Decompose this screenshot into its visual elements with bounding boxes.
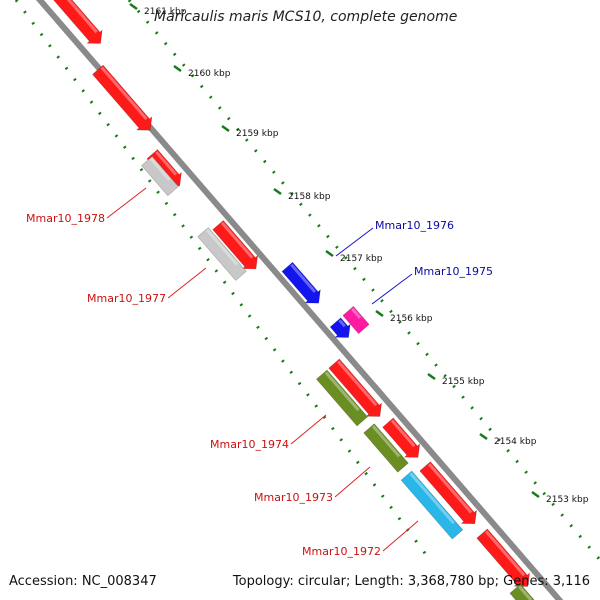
gene-label[interactable]: Mmar10_1975 xyxy=(414,265,493,278)
gene-label-leader xyxy=(335,227,374,257)
gene-shape xyxy=(382,417,421,458)
gene-highlight xyxy=(52,0,98,34)
gene-highlight xyxy=(351,307,362,319)
kbp-tick-label: 2156 kbp xyxy=(390,314,433,324)
gene-shape xyxy=(281,261,321,304)
gene-highlight xyxy=(518,585,533,600)
gene-label[interactable]: Mmar10_1976 xyxy=(375,219,454,232)
kbp-tick-mark xyxy=(173,64,182,73)
dotted-track-1 xyxy=(14,0,432,561)
gene-label-leader xyxy=(290,414,327,445)
gene-label[interactable]: Mmar10_1973 xyxy=(254,491,333,504)
gene-block xyxy=(212,220,259,270)
gene-highlight xyxy=(409,472,455,525)
kbp-tick-mark xyxy=(129,2,138,11)
gene-shape xyxy=(197,227,247,281)
gene-shape xyxy=(419,461,477,525)
gene-highlight xyxy=(390,419,416,448)
gene-highlight xyxy=(428,463,473,514)
gene-shape xyxy=(328,358,382,417)
gene-block xyxy=(419,461,477,525)
kbp-scale: 2161 kbp 2160 kbp 2159 kbp 2158 kbp 2157 kbp… xyxy=(129,2,589,505)
map-title: Maricaulis maris MCS10, complete genome xyxy=(154,9,458,25)
gene-shape xyxy=(141,155,179,197)
gene-block xyxy=(92,64,153,131)
gene-highlight xyxy=(485,530,526,577)
gene-block-1975 xyxy=(342,305,370,335)
gene-label-leader xyxy=(371,273,413,305)
gene-block xyxy=(382,417,421,458)
kbp-tick-label: 2153 kbp xyxy=(546,495,589,505)
kbp-tick-label: 2159 kbp xyxy=(236,129,279,139)
dotted-tracks xyxy=(14,0,600,561)
gene-highlight xyxy=(205,228,239,266)
gene-label-leader xyxy=(334,466,371,498)
gene-shape xyxy=(363,423,409,473)
gene-block-1976 xyxy=(281,261,321,304)
gene-label[interactable]: Mmar10_1978 xyxy=(26,212,105,225)
kbp-tick-label: 2154 kbp xyxy=(494,437,537,447)
gene-label-leader xyxy=(106,187,147,219)
gene-shape xyxy=(342,305,370,335)
kbp-tick-label: 2158 kbp xyxy=(288,192,331,202)
gene-shape xyxy=(212,220,259,270)
kbp-tick-label: 2161 kbp xyxy=(144,7,187,17)
gene-block-1973 xyxy=(363,423,409,473)
gene-block xyxy=(328,358,382,417)
gene-label[interactable]: Mmar10_1972 xyxy=(302,545,381,558)
kbp-tick-mark xyxy=(531,490,540,499)
kbp-tick-mark xyxy=(427,372,436,381)
gene-block-grey xyxy=(141,155,179,197)
kbp-tick-label: 2157 kbp xyxy=(340,254,383,264)
kbp-tick-label: 2155 kbp xyxy=(442,377,485,387)
accession-text: Accession: NC_008347 xyxy=(9,574,157,589)
kbp-tick-mark xyxy=(273,187,282,196)
kbp-tick-mark xyxy=(325,249,334,258)
gene-shape xyxy=(92,64,153,131)
gene-label[interactable]: Mmar10_1974 xyxy=(210,438,289,451)
gene-features xyxy=(43,0,541,600)
gene-label-leader xyxy=(167,267,207,299)
gene-highlight xyxy=(100,66,148,120)
gene-highlight xyxy=(324,371,360,412)
gene-shape xyxy=(509,583,541,600)
gene-block-1972 xyxy=(400,470,464,540)
gene-label[interactable]: Mmar10_1977 xyxy=(87,292,166,305)
gene-block-small xyxy=(329,317,351,338)
gene-highlight xyxy=(149,157,171,181)
gene-highlight xyxy=(371,425,401,458)
gene-label-leader xyxy=(382,520,419,552)
kbp-tick-mark xyxy=(479,432,488,441)
gene-shape xyxy=(400,470,464,540)
gene-highlight xyxy=(290,263,317,293)
dotted-track-0 xyxy=(127,0,600,561)
gene-highlight xyxy=(338,319,346,328)
gene-highlight xyxy=(337,360,378,407)
kbp-tick-mark xyxy=(375,309,384,318)
genome-summary-text: Topology: circular; Length: 3,368,780 bp… xyxy=(232,574,590,589)
kbp-tick-mark xyxy=(221,124,230,133)
gene-block xyxy=(43,0,103,44)
gene-block-grey xyxy=(197,227,247,281)
gene-shape xyxy=(43,0,103,44)
gene-highlight xyxy=(220,221,254,259)
gene-shape xyxy=(315,369,369,427)
gene-block-1974 xyxy=(315,369,369,427)
gene-block xyxy=(509,583,541,600)
kbp-tick-label: 2160 kbp xyxy=(188,69,231,79)
gene-shape xyxy=(329,317,351,338)
gene-highlight xyxy=(155,150,178,176)
